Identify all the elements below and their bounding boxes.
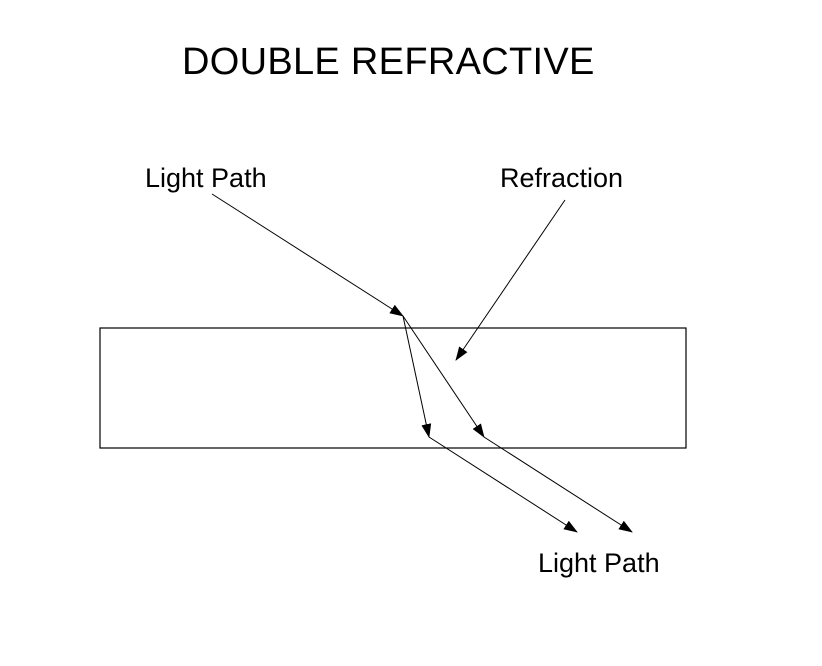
incoming-light-path-label: Light Path: [145, 163, 267, 193]
ordinary-ray-exit: [428, 436, 578, 533]
refraction-label: Refraction: [500, 163, 624, 193]
refraction-pointer-arrow: [455, 199, 566, 361]
diagram-title: DOUBLE REFRACTIVE: [182, 41, 595, 83]
ordinary-ray-inside: [402, 315, 432, 438]
outgoing-light-path-label: Light Path: [538, 548, 660, 578]
extraordinary-ray-inside: [402, 315, 485, 438]
crystal-slab: [99, 327, 687, 449]
incoming-light-ray: [211, 193, 404, 317]
extraordinary-ray-exit: [483, 436, 633, 533]
